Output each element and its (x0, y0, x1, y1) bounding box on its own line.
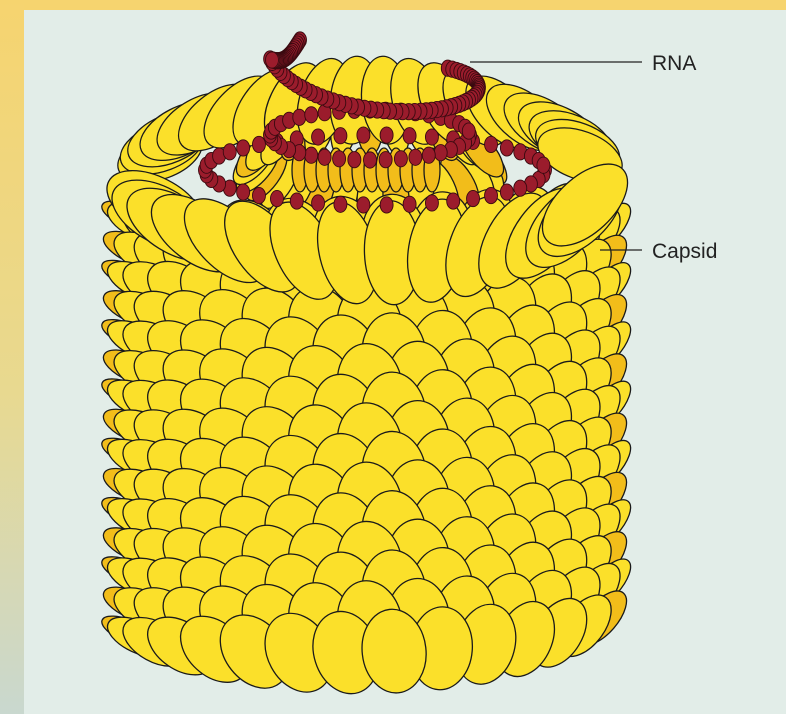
rna-bead (403, 128, 416, 144)
rna-bead (500, 184, 513, 200)
rna-bead (485, 187, 498, 203)
rna-bead (270, 190, 283, 206)
rna-bead (252, 187, 265, 203)
rna-bead (403, 196, 416, 212)
rna-bead (447, 193, 460, 209)
rna-bead (237, 184, 250, 200)
rna-bead (394, 151, 407, 167)
rna-bead (312, 129, 325, 145)
capsid-label: Capsid (652, 240, 717, 263)
rna-bead (305, 107, 318, 123)
rna-bead (462, 123, 475, 139)
rna-label: RNA (652, 52, 696, 75)
rna-bead (305, 147, 318, 163)
rna-bead (380, 127, 393, 143)
rna-bead (293, 109, 306, 125)
rna-bead (318, 149, 331, 165)
rna-bead (379, 152, 392, 168)
rna-bead (237, 140, 250, 156)
rna-bead (223, 144, 236, 160)
rna-bead (500, 140, 513, 156)
rna-bead (334, 196, 347, 212)
rna-bead (312, 195, 325, 211)
rna-bead (425, 129, 438, 145)
rna-bead (537, 157, 550, 173)
rna-bead (357, 127, 370, 143)
rna-bead (364, 152, 377, 168)
rna-bead (485, 136, 498, 152)
rna-bead (252, 136, 265, 152)
rna-bead (434, 145, 447, 161)
rna-bead (409, 149, 422, 165)
rna-bead (290, 193, 303, 209)
rna-bead (357, 197, 370, 213)
rna-bead (422, 147, 435, 163)
rna-bead (348, 152, 361, 168)
rna-bead (380, 197, 393, 213)
rna-bead (425, 195, 438, 211)
rna-bead (334, 128, 347, 144)
rna-bead (333, 151, 346, 167)
capsid-body (96, 53, 642, 704)
rna-bead (514, 180, 527, 196)
rna-bead (266, 52, 279, 68)
rna-bead (467, 190, 480, 206)
